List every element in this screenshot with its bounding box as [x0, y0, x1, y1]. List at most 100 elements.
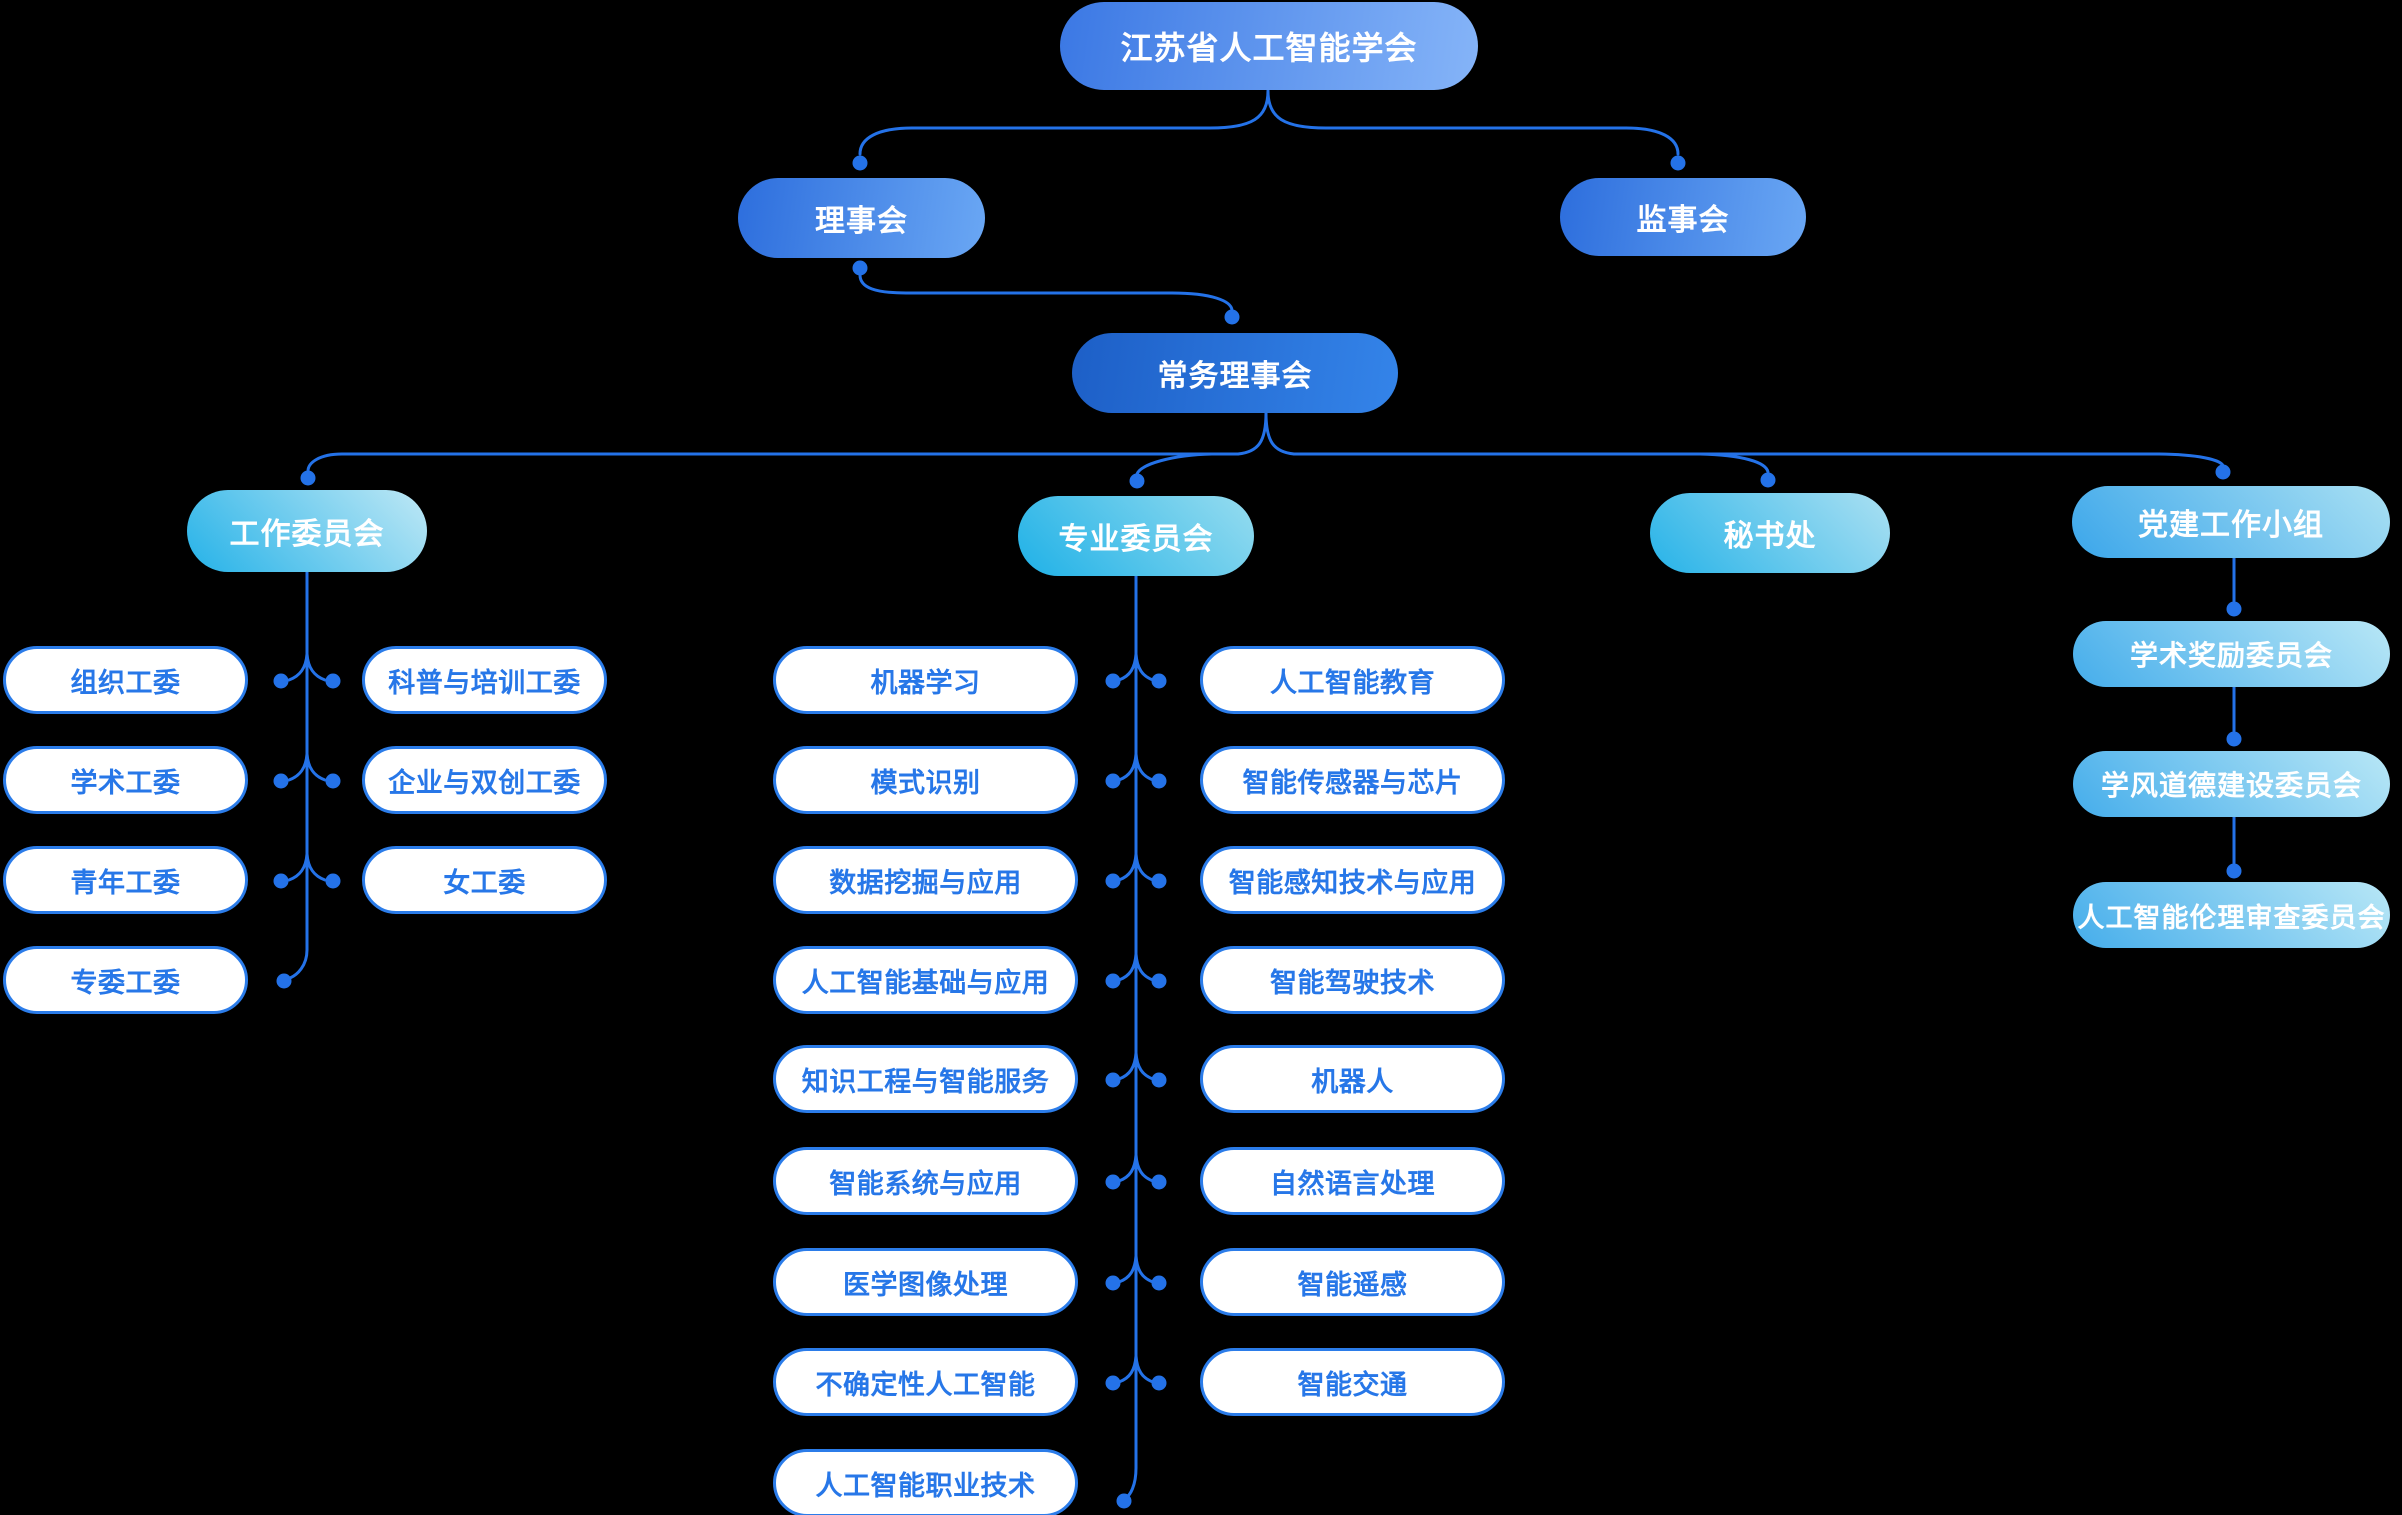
org-node-label: 机器人: [1311, 1066, 1394, 1097]
org-node-label: 智能感知技术与应用: [1228, 867, 1477, 898]
connector-line: [1117, 852, 1138, 882]
connector-line: [1264, 411, 1296, 456]
connector-line: [1236, 411, 1268, 456]
connector-dot: [1151, 1375, 1167, 1391]
connector-dot: [300, 470, 316, 486]
org-node-label: 理事会: [815, 205, 908, 238]
connector-line: [858, 273, 1234, 312]
connector-line: [1134, 952, 1155, 982]
org-node-intelligent-systems: 智能系统与应用: [773, 1147, 1078, 1215]
connector-dot: [1105, 1375, 1121, 1391]
org-node-robotics: 机器人: [1200, 1045, 1505, 1113]
org-node-label: 人工智能伦理审查委员会: [2077, 902, 2386, 933]
connector-line: [1134, 652, 1155, 682]
connector-line: [287, 752, 309, 782]
connector-line: [1117, 1153, 1138, 1183]
connector-dot: [1224, 309, 1240, 325]
connector-line: [306, 452, 1240, 473]
org-node-label: 监事会: [1636, 204, 1730, 237]
org-node-medical-imaging: 医学图像处理: [773, 1248, 1078, 1316]
connector-line: [1117, 652, 1138, 682]
org-node-label: 专委工委: [70, 967, 181, 998]
connector-dot: [1151, 1275, 1167, 1291]
connector-line: [287, 852, 309, 882]
connector-line: [1117, 952, 1138, 982]
org-node-science-training-wc: 科普与培训工委: [362, 646, 607, 714]
connector-dot: [1105, 1174, 1121, 1190]
org-node-intelligent-transport: 智能交通: [1200, 1348, 1505, 1416]
org-node-label: 智能传感器与芯片: [1242, 767, 1463, 798]
org-node-supervisory-board: 监事会: [1560, 178, 1806, 256]
org-node-academic-award-committee: 学术奖励委员会: [2073, 621, 2390, 687]
org-node-study-style-ethics-committee: 学风道德建设委员会: [2073, 751, 2390, 817]
connector-line: [288, 570, 309, 980]
org-node-work-committee: 工作委员会: [187, 490, 427, 572]
org-node-youth-wc: 青年工委: [3, 846, 248, 914]
org-node-enterprise-innovation-wc: 企业与双创工委: [362, 746, 607, 814]
org-node-professional-committee: 专业委员会: [1018, 496, 1254, 576]
connector-dot: [1116, 1493, 1132, 1509]
connector-line: [1117, 1354, 1138, 1384]
org-node-label: 人工智能基础与应用: [801, 967, 1050, 998]
org-node-academic-wc: 学术工委: [3, 746, 248, 814]
org-node-pattern-recognition: 模式识别: [773, 746, 1078, 814]
org-node-ai-education: 人工智能教育: [1200, 646, 1505, 714]
connector-dot: [1670, 155, 1686, 171]
connector-line: [1134, 1051, 1155, 1081]
org-node-label: 企业与双创工委: [388, 767, 581, 798]
org-node-label: 学术奖励委员会: [2129, 640, 2333, 671]
org-node-label: 科普与培训工委: [388, 667, 581, 698]
org-node-intelligent-remote-sensing: 智能遥感: [1200, 1248, 1505, 1316]
connector-dot: [1105, 773, 1121, 789]
org-node-standing-council: 常务理事会: [1072, 333, 1398, 413]
org-node-root: 江苏省人工智能学会: [1060, 2, 1478, 90]
org-node-special-wc: 专委工委: [3, 946, 248, 1014]
org-node-label: 学术工委: [70, 767, 181, 798]
connector-dot: [1151, 1174, 1167, 1190]
org-node-party-building-group: 党建工作小组: [2072, 486, 2390, 558]
connector-line: [1134, 852, 1155, 882]
connector-line: [1117, 1051, 1138, 1081]
connector-dot: [2215, 464, 2231, 480]
org-node-label: 人工智能教育: [1270, 667, 1435, 698]
org-node-label: 女工委: [443, 867, 526, 898]
org-node-label: 知识工程与智能服务: [801, 1066, 1050, 1097]
connector-dot: [1151, 973, 1167, 989]
connector-dot: [2226, 601, 2242, 617]
connector-dot: [273, 673, 289, 689]
org-node-ai-vocational-tech: 人工智能职业技术: [773, 1449, 1078, 1515]
connector-dot: [273, 773, 289, 789]
org-node-label: 模式识别: [870, 767, 981, 798]
connector-line: [1117, 752, 1138, 782]
connector-dot: [1151, 773, 1167, 789]
connector-dot: [1105, 673, 1121, 689]
connector-line: [1134, 752, 1155, 782]
connector-line: [858, 89, 1270, 156]
connector-dot: [1129, 473, 1145, 489]
org-node-label: 自然语言处理: [1270, 1168, 1435, 1199]
org-node-label: 数据挖掘与应用: [829, 867, 1022, 898]
connector-dot: [2226, 863, 2242, 879]
connector-line: [305, 852, 327, 882]
org-node-organization-wc: 组织工委: [3, 646, 248, 714]
connector-dot: [852, 260, 868, 276]
connector-dot: [852, 155, 868, 171]
org-node-intelligent-perception: 智能感知技术与应用: [1200, 846, 1505, 914]
org-node-secretariat: 秘书处: [1650, 493, 1890, 573]
connector-line: [305, 752, 327, 782]
connector-line: [1134, 1354, 1155, 1384]
org-node-intelligent-driving: 智能驾驶技术: [1200, 946, 1505, 1014]
connector-line: [305, 652, 327, 682]
connector-dot: [276, 973, 292, 989]
org-node-label: 工作委员会: [229, 518, 385, 551]
connector-line: [1135, 452, 1214, 476]
connector-dot: [325, 873, 341, 889]
org-node-label: 常务理事会: [1157, 360, 1313, 393]
org-node-women-wc: 女工委: [362, 846, 607, 914]
org-node-label: 秘书处: [1723, 520, 1817, 553]
connector-line: [287, 652, 309, 682]
connector-line: [1266, 89, 1680, 156]
org-node-label: 智能驾驶技术: [1270, 967, 1435, 998]
